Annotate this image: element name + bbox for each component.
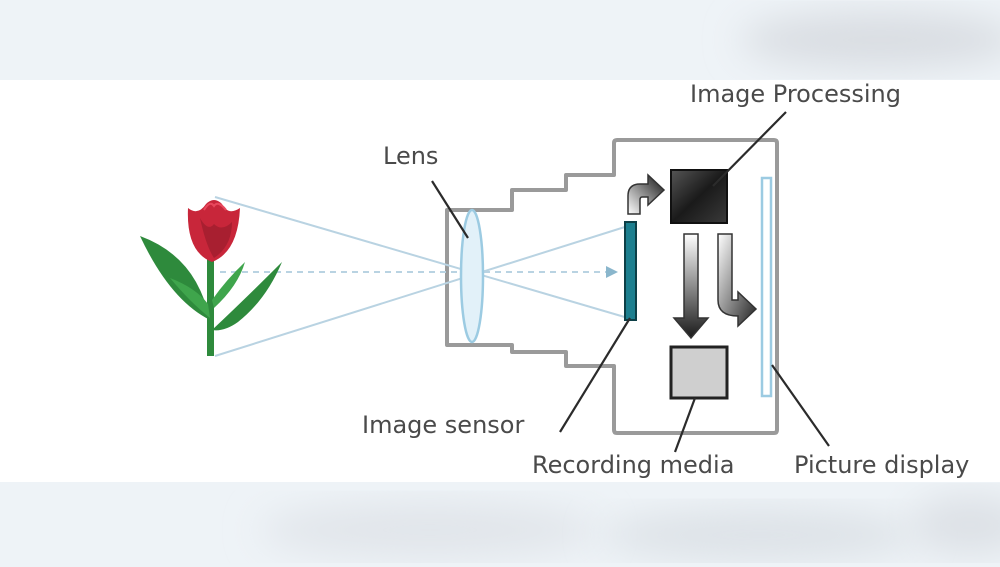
image-processing-box bbox=[670, 169, 728, 224]
processing-to-media-arrow bbox=[672, 233, 710, 340]
sensor-to-processing-arrow bbox=[627, 173, 666, 215]
processing-to-display-arrow bbox=[717, 233, 758, 328]
recording-media-box bbox=[669, 345, 729, 400]
lens-shape bbox=[459, 208, 485, 344]
label-lens: Lens bbox=[383, 142, 439, 170]
leader-lines bbox=[431, 111, 830, 453]
optical-axis-arrowhead bbox=[606, 266, 618, 278]
label-image-sensor: Image sensor bbox=[362, 411, 525, 439]
image-sensor-shape bbox=[624, 221, 637, 321]
label-recording-media: Recording media bbox=[532, 451, 735, 479]
label-image-processing: Image Processing bbox=[690, 80, 901, 108]
tulip-icon bbox=[140, 200, 282, 356]
light-rays bbox=[214, 196, 629, 357]
label-picture-display: Picture display bbox=[794, 451, 970, 479]
picture-display-shape bbox=[760, 176, 773, 398]
